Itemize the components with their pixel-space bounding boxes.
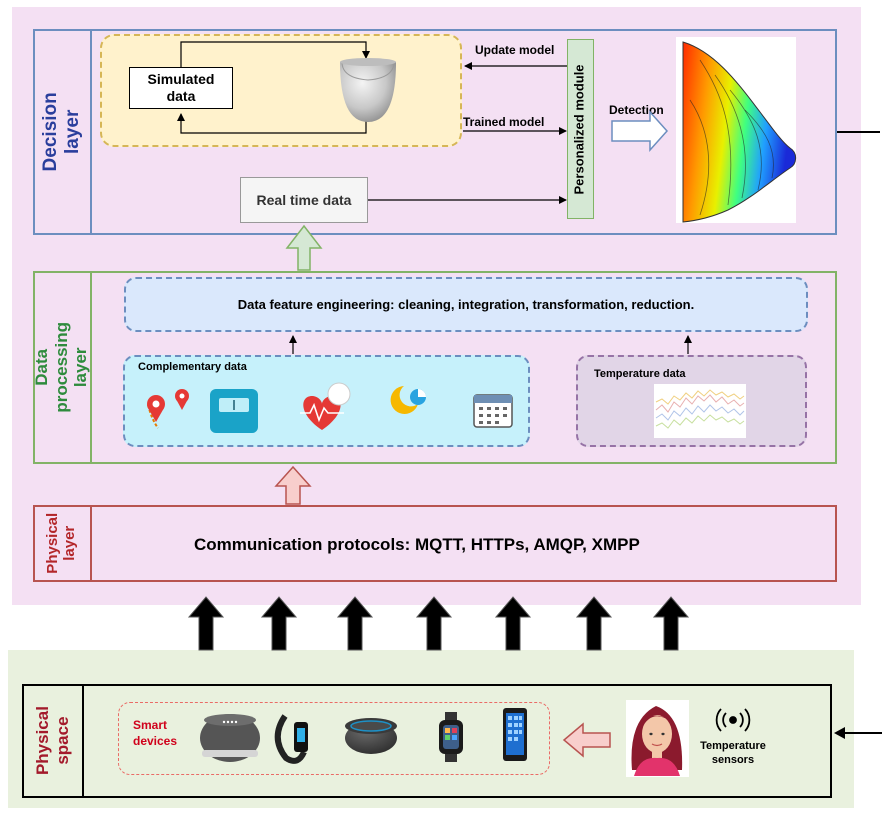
physical-layer-box xyxy=(33,505,837,582)
detection-arrow xyxy=(611,110,669,152)
complementary-data-label: Complementary data xyxy=(138,361,247,373)
dome-mesh-icon xyxy=(340,58,396,122)
physical-layer-label: Physical layer xyxy=(33,505,92,582)
protocols-label: Communication protocols: MQTT, HTTPs, AM… xyxy=(194,535,640,554)
feature-engineering-box: Data feature engineering: cleaning, inte… xyxy=(124,277,808,332)
upload-arrow-5 xyxy=(494,596,532,651)
personalized-module-box: Personalized module xyxy=(567,39,594,219)
physical-space-box xyxy=(22,684,832,798)
decision-layer-box xyxy=(33,29,837,235)
smart-devices-group xyxy=(118,702,550,775)
physical-space-label: Physical space xyxy=(22,684,84,798)
fitness-band-icon xyxy=(274,714,308,764)
calendar-icon xyxy=(473,394,513,428)
upload-arrow-3 xyxy=(336,596,374,651)
smartwatch-icon xyxy=(439,712,463,762)
decision-layer-label: Decision layer xyxy=(33,29,92,235)
echo-dot-icon xyxy=(345,718,397,754)
training-loop-group xyxy=(100,34,462,147)
weight-scale-icon xyxy=(210,389,258,433)
temperature-plot-image xyxy=(654,384,746,438)
physical-space-panel xyxy=(8,650,854,808)
upload-arrow-1 xyxy=(187,596,225,651)
data-processing-layer-box xyxy=(33,271,837,464)
breast-heatmap-image xyxy=(676,37,797,223)
upload-arrow-7 xyxy=(652,596,690,651)
real-time-data-box: Real time data xyxy=(240,177,368,223)
upload-arrows xyxy=(187,596,690,651)
smartphone-icon xyxy=(503,708,527,761)
sensor-wave-icon xyxy=(715,708,751,732)
processing-to-decision-arrow xyxy=(285,224,323,271)
upload-arrow-4 xyxy=(415,596,453,651)
physical-to-processing-arrow xyxy=(274,465,312,505)
trained-model-label: Trained model xyxy=(463,115,545,129)
woman-avatar-icon xyxy=(626,700,689,777)
data-processing-layer-label: Data processing layer xyxy=(32,271,92,464)
simulation-loop-connector xyxy=(177,41,370,134)
person-to-devices-arrow xyxy=(562,722,611,758)
upload-arrow-6 xyxy=(575,596,613,651)
smart-speaker-icon xyxy=(200,714,260,762)
smart-devices-label: Smart devices xyxy=(133,718,178,748)
upload-arrow-2 xyxy=(260,596,298,651)
complementary-data-box xyxy=(123,355,530,447)
simulated-data-box: Simulated data xyxy=(129,67,233,109)
temperature-sensors-label: Temperature sensors xyxy=(700,740,766,767)
update-model-label: Update model xyxy=(475,43,555,57)
location-pin-icon xyxy=(147,389,189,429)
temperature-data-label: Temperature data xyxy=(594,368,686,380)
sleep-moon-icon xyxy=(390,386,426,414)
heart-rate-icon xyxy=(300,382,351,430)
